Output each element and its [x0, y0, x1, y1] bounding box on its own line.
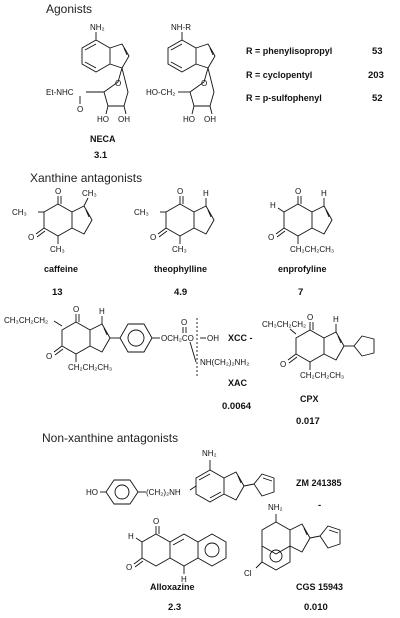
- zm-value: -: [318, 500, 321, 511]
- zm-ho: HO: [86, 488, 98, 497]
- cpx-h: H: [333, 315, 339, 324]
- zm241385-structure: HO (CH₂)₂NH NH₂: [86, 449, 275, 505]
- svg-text:O: O: [126, 563, 132, 572]
- theophylline-h-n7: H: [203, 189, 209, 198]
- neca-carbonyl-o: O: [77, 105, 83, 114]
- adenosine-ring-o: O: [201, 79, 207, 88]
- theophylline-value: 4.9: [174, 287, 187, 298]
- enprofyline-h-n1: H: [270, 201, 276, 210]
- alloxazine-value: 2.3: [168, 602, 181, 613]
- xac-name: XAC: [228, 378, 248, 388]
- cgs15943-structure: NH₂ Cl: [244, 503, 341, 578]
- adenosine-hoch2: HO-CH₂: [146, 88, 175, 97]
- xanthine-header: Xanthine antagonists: [30, 171, 142, 185]
- zm-nh2: NH₂: [202, 449, 217, 458]
- neca-nh2: NH₂: [90, 23, 105, 32]
- enprofyline-h-n7: H: [321, 189, 327, 198]
- caffeine-structure: O O CH₃ CH₃ CH₃: [12, 187, 97, 254]
- caffeine-ch3-n1: CH₃: [12, 208, 27, 217]
- neca-oh: OH: [118, 115, 130, 124]
- adenosine-nhr: NH-R: [171, 23, 191, 32]
- zm-chain: (CH₂)₂NH: [146, 488, 181, 497]
- theophylline-ch3-n1: CH₃: [134, 208, 149, 217]
- xac-structure: CH₃CH₂CH₂ O O H CH₂CH₂CH₃ OCH₂CO O OH NH…: [4, 305, 249, 376]
- svg-text:O: O: [150, 233, 156, 242]
- agonists-header: Agonists: [46, 2, 92, 16]
- cpx-value: 0.017: [296, 416, 320, 427]
- svg-text:O: O: [46, 352, 52, 361]
- cpx-top-propyl: CH₃CH₂CH₂: [262, 320, 306, 329]
- r-row-3-value: 52: [372, 93, 383, 104]
- xac-linker: OCH₂CO: [161, 334, 194, 343]
- svg-text:O: O: [307, 313, 313, 322]
- xac-bottom-propyl: CH₂CH₂CH₃: [68, 363, 112, 372]
- svg-text:O: O: [177, 187, 183, 196]
- alloxazine-h-n3: H: [128, 532, 134, 541]
- neca-structure: NH₂ O Et-NHC O HO OH: [46, 23, 130, 124]
- r-row-2-label: R = cyclopentyl: [246, 70, 312, 80]
- xac-h: H: [99, 307, 105, 316]
- neca-etnhc: Et-NHC: [46, 88, 74, 97]
- r-row-1-label: R = phenylisopropyl: [246, 46, 332, 56]
- alloxazine-name: Alloxazine: [150, 582, 195, 592]
- svg-text:O: O: [268, 233, 274, 242]
- enprofyline-structure: O O H H CH₂CH₂CH₃: [268, 187, 334, 254]
- caffeine-ch3-n3: CH₃: [50, 245, 65, 254]
- cgs-name: CGS 15943: [296, 582, 343, 592]
- svg-text:O: O: [73, 305, 79, 314]
- svg-text:O: O: [55, 187, 61, 196]
- r-row-2-value: 203: [368, 70, 384, 81]
- r-row-1-value: 53: [372, 46, 383, 57]
- xac-amine: NH(CH₂)₂NH₂: [200, 358, 249, 367]
- cpx-structure: CH₃CH₂CH₂ O O H CH₂CH₂CH₃: [262, 313, 375, 380]
- adenosine-oh: OH: [204, 115, 216, 124]
- alloxazine-h-n10: H: [181, 575, 187, 584]
- nonxanthine-header: Non-xanthine antagonists: [42, 431, 178, 445]
- cpx-bottom-propyl: CH₂CH₂CH₃: [300, 371, 344, 380]
- theophylline-name: theophylline: [154, 264, 207, 274]
- xac-value: 0.0064: [222, 401, 252, 412]
- r-row-3-label: R = p-sulfophenyl: [246, 93, 322, 103]
- caffeine-name: caffeine: [44, 264, 78, 274]
- cgs-nh2: NH₂: [268, 503, 283, 512]
- adenosine-ho: HO: [183, 115, 195, 124]
- xcc-label: XCC -: [228, 333, 253, 343]
- caffeine-value: 13: [52, 287, 63, 298]
- theophylline-structure: O O CH₃ H CH₃: [134, 187, 215, 254]
- neca-ho: HO: [97, 115, 109, 124]
- cpx-name: CPX: [300, 394, 319, 404]
- svg-text:O: O: [181, 318, 187, 327]
- neca-value: 3.1: [94, 150, 108, 161]
- r-substituent-table: R = phenylisopropyl 53 R = cyclopentyl 2…: [246, 46, 384, 104]
- svg-text:O: O: [153, 517, 159, 526]
- enprofyline-value: 7: [298, 287, 303, 298]
- alloxazine-structure: O O H H: [126, 517, 227, 584]
- cgs-value: 0.010: [304, 602, 328, 613]
- neca-name: NECA: [90, 134, 116, 144]
- neca-ring-o: O: [115, 79, 121, 88]
- caffeine-ch3-n7: CH₃: [82, 189, 97, 198]
- enprofyline-propyl: CH₂CH₂CH₃: [290, 245, 334, 254]
- zm-name: ZM 241385: [296, 478, 342, 488]
- enprofyline-name: enprofyline: [278, 264, 327, 274]
- svg-text:O: O: [28, 233, 34, 242]
- cgs-cl: Cl: [244, 569, 252, 578]
- theophylline-ch3-n3: CH₃: [172, 245, 187, 254]
- xac-left-propyl: CH₃CH₂CH₂: [4, 316, 48, 325]
- svg-text:O: O: [280, 360, 286, 369]
- xcc-oh: OH: [207, 334, 219, 343]
- svg-text:O: O: [295, 187, 301, 196]
- adenosine-r-structure: NH-R O HO-CH₂ HO OH: [146, 23, 216, 124]
